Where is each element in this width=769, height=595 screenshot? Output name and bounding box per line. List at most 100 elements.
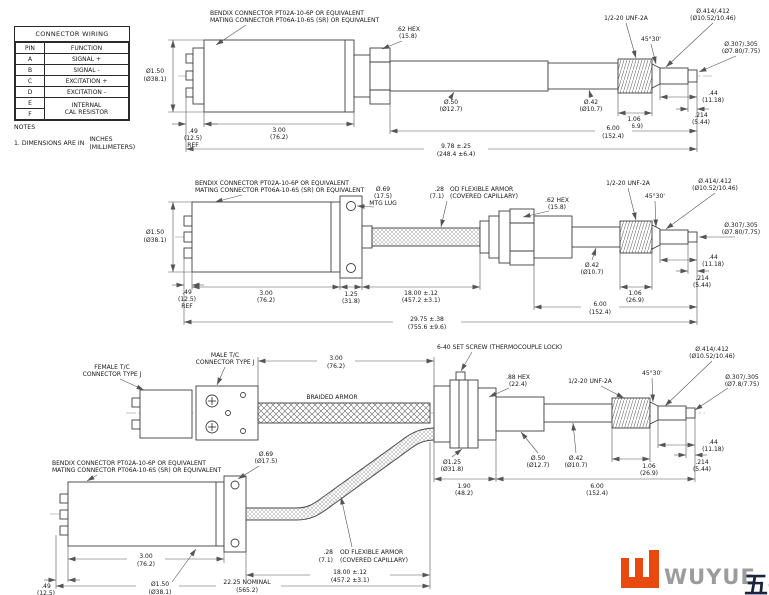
d1-thread-len-mm: (26.9) bbox=[625, 123, 643, 130]
d3-tip-len-mm: (11.18) bbox=[702, 446, 724, 453]
d3-tc-len-mm: (76.2) bbox=[327, 363, 345, 370]
table-row: E INTERNAL CAL RESISTOR bbox=[15, 97, 129, 120]
d1-hex-label-mm: (15.8) bbox=[399, 33, 417, 40]
d1-hex-label: .62 HEX bbox=[396, 26, 420, 33]
d3-lug-dia: Ø.69 bbox=[259, 451, 273, 458]
d2-armor-len-mm: (457.2 ±3.1) bbox=[402, 297, 440, 304]
pin-c: C bbox=[15, 75, 45, 87]
col-header-function: FUNCTION bbox=[44, 42, 129, 54]
table-row: F bbox=[15, 108, 129, 120]
d3-tip-len: .44 bbox=[708, 439, 718, 446]
d2-hex-label-mm: (15.8) bbox=[548, 204, 566, 211]
d2-connector-pins bbox=[183, 215, 193, 259]
d2-thread-label: 1/2-20 UNF-2A bbox=[606, 180, 651, 187]
d3-armor-label: OD FLEXIBLE ARMOR bbox=[340, 549, 403, 556]
d1-ref-len-mm: (12.5) bbox=[184, 135, 202, 142]
d2-dimensions: BENDIX CONNECTOR PT02A-10-6P OR EQUIVALE… bbox=[144, 178, 760, 331]
d3-hex-label-mm: (22.4) bbox=[509, 381, 527, 388]
table-title: CONNECTOR WIRING bbox=[15, 27, 129, 42]
d2-shaft-dia-mm: (Ø10.7) bbox=[581, 269, 604, 276]
d3-braided-armor-label: BRAIDED ARMOR bbox=[306, 394, 357, 401]
d2-cylinder bbox=[533, 215, 573, 259]
d2-shaft-dia: Ø.42 bbox=[585, 262, 599, 269]
d2-hex-nut bbox=[509, 208, 535, 266]
d2-tip-step: .214 bbox=[695, 275, 709, 282]
d3-fitting-dia: Ø1.25 bbox=[443, 459, 461, 466]
d2-body-len-mm: (76.2) bbox=[257, 297, 275, 304]
d2-thread-section bbox=[619, 220, 653, 254]
d2-overall-len: 29.75 ±.38 bbox=[410, 316, 444, 323]
d1-tip-len: .44 bbox=[708, 90, 718, 97]
d2-body-len: 3.00 bbox=[259, 290, 273, 297]
notes-block: NOTES 1. DIMENSIONS ARE IN INCHES (MILLI… bbox=[14, 124, 135, 152]
d3-chamfer-label: 45°30' bbox=[642, 370, 662, 377]
d2-stem-len: 6.00 bbox=[593, 301, 607, 308]
pin-f: F bbox=[15, 108, 45, 120]
d3-braided-armor bbox=[257, 402, 431, 424]
d3-overall-len-mm: (565.2) bbox=[236, 587, 258, 594]
d1-stem-len-mm: (152.4) bbox=[602, 133, 624, 140]
wuyue-logo: WUYUE 五岳 bbox=[621, 550, 769, 595]
table-row: A SIGNAL + bbox=[15, 53, 129, 65]
d3-tip-dia2: Ø.307/.305 bbox=[725, 374, 759, 381]
d1-tip-dia1: Ø.414/.412 bbox=[696, 8, 730, 15]
d3-stem-len: 6.00 bbox=[590, 483, 604, 490]
d3-connector-pins bbox=[59, 493, 69, 536]
d3-armor-dia-mm: (7.1) bbox=[319, 557, 333, 564]
d3-tc-len: 3.00 bbox=[329, 355, 343, 362]
d2-flange-len: 1.25 bbox=[344, 291, 358, 298]
col-header-pin: PIN bbox=[15, 42, 45, 54]
d3-thread-len: 1.06 bbox=[642, 463, 656, 470]
wuyue-wordmark: WUYUE bbox=[664, 565, 756, 589]
d1-body-dia: Ø1.50 bbox=[146, 68, 164, 75]
d1-thread-len: 1.06 bbox=[627, 116, 641, 123]
d3-female-connector bbox=[131, 389, 193, 439]
drawing-3: FEMALE T/C CONNECTOR TYPE J MALE T/C CON… bbox=[37, 344, 759, 595]
d1-tip-step: .214 bbox=[694, 112, 708, 119]
d2-tip-dia1: Ø.414/.412 bbox=[698, 178, 732, 185]
d3-tip-step-mm: (5.44) bbox=[693, 466, 711, 473]
d2-body-dia: Ø1.50 bbox=[146, 229, 164, 236]
d3-body-dia-mm: (Ø38.1) bbox=[149, 589, 172, 595]
pin-e: E bbox=[15, 97, 45, 109]
d2-stem-len-mm: (152.4) bbox=[589, 309, 611, 316]
d3-tip bbox=[657, 405, 687, 421]
d1-thread-section bbox=[617, 58, 653, 94]
d3-ref-len-mm: (12.5) bbox=[37, 590, 55, 595]
notes-unit-inches: INCHES bbox=[89, 136, 113, 143]
notes-item-1: 1. DIMENSIONS ARE IN bbox=[14, 140, 85, 148]
d2-armor-len: 18.00 ±.12 bbox=[404, 290, 438, 297]
function-d: EXCITATION - bbox=[44, 86, 129, 98]
d3-male-connector bbox=[195, 385, 259, 441]
d1-dimensions: BENDIX CONNECTOR PT02A-10-6P OR EQUIVALE… bbox=[144, 8, 760, 158]
d3-armor-dia: .28 bbox=[323, 549, 333, 556]
d1-chamfer-label: 45°30' bbox=[641, 36, 661, 43]
d1-ref: REF bbox=[187, 142, 199, 149]
d1-probe-dia-mm: (Ø12.7) bbox=[440, 106, 463, 113]
d3-probe-shaft bbox=[543, 403, 613, 423]
drawing-1: BENDIX CONNECTOR PT02A-10-6P OR EQUIVALE… bbox=[144, 8, 760, 158]
d1-thread-label: 1/2-20 UNF-2A bbox=[604, 15, 649, 22]
d3-armor-len: 18.00 ±.12 bbox=[333, 569, 367, 576]
d2-body-dia-mm: (Ø38.1) bbox=[144, 237, 167, 244]
d1-connector-pins bbox=[185, 47, 205, 105]
d2-tip-dia2: Ø.307/.305 bbox=[724, 222, 758, 229]
d1-tip bbox=[659, 67, 689, 85]
d1-connector-note: BENDIX CONNECTOR PT02A-10-6P OR EQUIVALE… bbox=[210, 10, 364, 17]
logo-side-text: 五岳 bbox=[744, 571, 769, 595]
d3-armor-label: (COVERED CAPILLARY) bbox=[340, 557, 408, 564]
function-ef-line1: INTERNAL bbox=[71, 101, 102, 109]
d2-overall-len-mm: (755.6 ±9.6) bbox=[408, 324, 446, 331]
d3-mounting-flange bbox=[223, 475, 247, 553]
d2-coupler bbox=[479, 210, 511, 264]
pin-b: B bbox=[15, 64, 45, 76]
d3-cylinder bbox=[495, 396, 545, 432]
d3-hex-label: .88 HEX bbox=[506, 374, 530, 381]
d3-tip-dia1-mm: (Ø10.52/10.46) bbox=[689, 353, 735, 360]
d1-overall-len-mm: (248.4 ±6.4) bbox=[437, 151, 475, 158]
d3-male-label: MALE T/C bbox=[211, 352, 239, 359]
d2-tip-end bbox=[687, 231, 698, 243]
d3-body-len-mm: (76.2) bbox=[137, 561, 155, 568]
d2-thread-len: 1.06 bbox=[628, 290, 642, 297]
function-ef: INTERNAL CAL RESISTOR bbox=[44, 97, 129, 120]
